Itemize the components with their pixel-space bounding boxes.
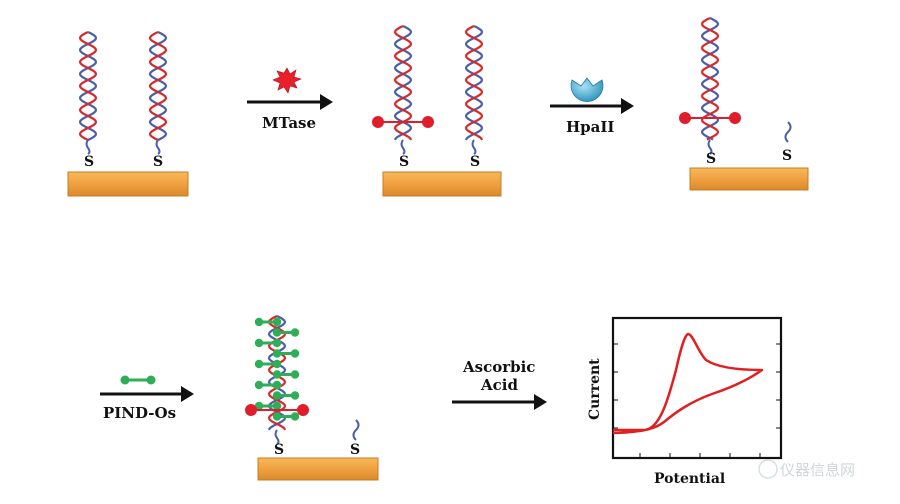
sulfur-label: S <box>470 154 480 170</box>
dsdna-helix <box>700 17 720 155</box>
watermark-text: 仪器信息网 <box>780 461 855 479</box>
panel-2-methylated-dna: S S <box>372 25 502 197</box>
thiol-linker <box>274 429 280 445</box>
os-center-icon <box>272 380 282 390</box>
step-arrow-hpaii: HpaII <box>550 77 634 136</box>
os-center-icon <box>272 412 282 421</box>
panel-1-electrode-dsdna: S S <box>67 31 189 197</box>
panel-3-after-cleavage: S S <box>679 17 809 191</box>
dsdna-helix <box>393 25 413 155</box>
dna-strand <box>464 25 484 141</box>
methyl-group <box>245 404 309 416</box>
thiol-linker <box>707 139 713 155</box>
cleaved-fragment <box>352 419 360 441</box>
gold-electrode-1 <box>67 171 189 197</box>
os-center-icon <box>290 412 300 421</box>
pind-os-molecule-icon <box>120 375 156 385</box>
methyl-dot-icon <box>297 404 309 416</box>
thiol-linker <box>400 139 406 155</box>
os-center-icon <box>290 328 300 337</box>
dna-strand <box>148 31 168 141</box>
step-arrow-mtase: MTase <box>247 67 333 132</box>
sulfur-label: S <box>350 442 360 458</box>
thiol-linker <box>155 139 161 155</box>
plot-ticks <box>613 343 781 458</box>
sulfur-label: S <box>274 442 284 458</box>
os-center-icon <box>272 328 282 337</box>
plot-ylabel: Current <box>587 358 603 420</box>
dna-strand <box>464 25 484 141</box>
methyl-group <box>679 112 741 124</box>
arrow-head-icon <box>181 386 194 402</box>
hpaii-enzyme-icon <box>570 77 604 102</box>
os-center-icon <box>272 391 282 400</box>
mtase-enzyme-icon <box>272 67 302 94</box>
label-pind-os: PIND-Os <box>103 404 176 422</box>
sulfur-label: S <box>153 154 163 170</box>
thiol-linker <box>471 139 477 155</box>
label-hpaii: HpaII <box>566 118 614 136</box>
gold-electrode-3 <box>689 167 809 191</box>
dsdna-helix <box>148 31 168 155</box>
pind-os-stack <box>254 317 300 421</box>
os-center-icon <box>254 380 264 390</box>
methyl-dot-icon <box>729 112 741 124</box>
dna-strand <box>78 31 98 141</box>
label-mtase: MTase <box>262 114 316 132</box>
step-arrow-pind-os: PIND-Os <box>100 375 194 422</box>
os-center-icon <box>254 317 264 327</box>
arrow-head-icon <box>534 394 547 410</box>
os-center-icon <box>272 359 282 369</box>
cv-curve <box>612 332 764 435</box>
dna-strand <box>700 17 720 141</box>
os-center-icon <box>290 349 300 358</box>
methyl-dot-icon <box>679 112 691 124</box>
methyl-dot-icon <box>372 116 384 128</box>
gold-electrode-2 <box>382 171 502 197</box>
dsdna-helix <box>78 31 98 155</box>
arrow-head-icon <box>621 98 634 114</box>
dna-strand <box>148 31 168 141</box>
label-ascorbic: Ascorbic <box>462 358 535 376</box>
thiol-linker <box>85 139 91 155</box>
arrow-head-icon <box>320 94 333 110</box>
os-center-icon <box>254 401 264 411</box>
os-center-icon <box>272 349 282 358</box>
os-center-icon <box>272 338 282 348</box>
os-center-icon <box>254 359 264 369</box>
dna-strand <box>700 17 720 141</box>
os-center-icon <box>272 317 282 327</box>
os-center-icon <box>272 401 282 411</box>
os-center-icon <box>290 391 300 400</box>
plot-xlabel: Potential <box>654 471 725 487</box>
dsdna-helix <box>464 25 484 155</box>
label-acid: Acid <box>480 376 518 394</box>
methyl-group <box>372 116 434 128</box>
os-center-icon <box>290 370 300 379</box>
gold-electrode-4 <box>257 457 379 481</box>
cv-plot: Current Potential <box>587 316 783 487</box>
sulfur-label: S <box>84 154 94 170</box>
watermark: 仪器信息网 <box>758 459 855 479</box>
dna-strand <box>78 31 98 141</box>
plot-frame <box>611 316 783 460</box>
sulfur-label: S <box>782 148 792 164</box>
sulfur-label: S <box>706 151 716 167</box>
step-arrow-ascorbic-acid: Ascorbic Acid <box>452 358 547 410</box>
cleaved-fragment <box>784 121 792 143</box>
sulfur-label: S <box>399 154 409 170</box>
os-center-icon <box>254 338 264 348</box>
os-center-icon <box>272 370 282 379</box>
methyl-dot-icon <box>422 116 434 128</box>
watermark-logo-icon <box>758 459 778 479</box>
panel-4-pind-os-loaded: S S <box>245 315 379 481</box>
methyl-dot-icon <box>245 404 257 416</box>
